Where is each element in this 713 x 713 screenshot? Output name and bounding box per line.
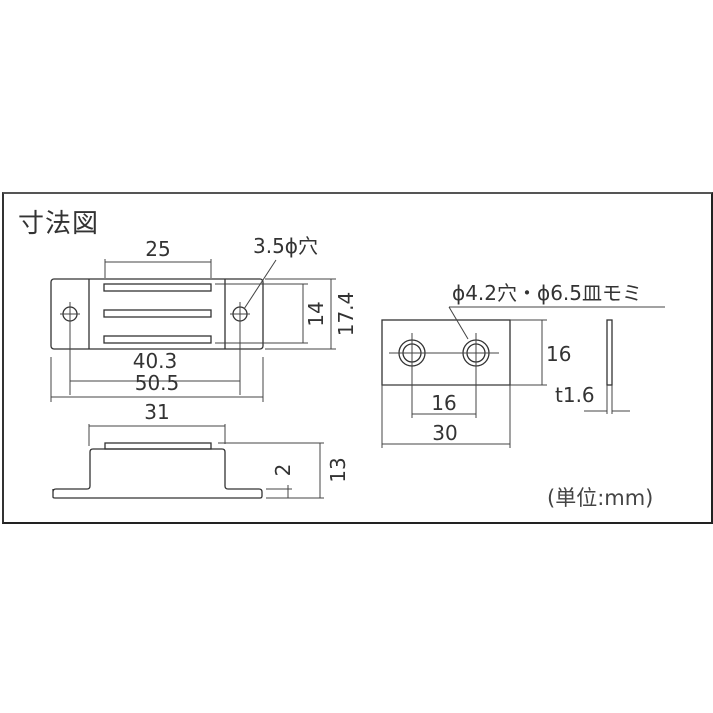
hole-label: 3.5ϕ穴 [253,234,318,258]
mounting-hole-left [60,302,80,395]
strike-plate-front-view: ϕ4.2穴・ϕ6.5皿モミ 16 16 30 [381,281,665,448]
magnet-side-view: 31 13 2 [52,400,350,499]
dim-13-label: 13 [326,457,350,482]
dim-2-label: 2 [271,464,295,477]
drawing-frame [2,192,713,524]
dim-16-height-label: 16 [546,342,571,366]
dim-40-3-label: 40.3 [133,349,178,373]
dim-30-label: 30 [432,421,457,445]
dim-14-label: 14 [304,301,328,326]
dim-thickness-label: t1.6 [555,383,595,407]
dim-50-5-label: 50.5 [135,371,180,395]
strike-hole-label: ϕ4.2穴・ϕ6.5皿モミ [452,281,642,305]
dim-17-4-label: 17.4 [334,292,358,337]
dim-25-label: 25 [145,237,170,261]
mounting-hole-right [230,302,250,395]
unit-label: (単位:mm) [547,486,654,510]
drawing-title: 寸法図 [18,209,100,239]
dim-31-label: 31 [144,400,169,424]
dim-16-pitch-label: 16 [431,391,456,415]
strike-plate-side-view: t1.6 [555,319,630,414]
magnet-top-view: 25 3.5ϕ穴 14 17.4 40.3 50.5 [50,234,358,402]
